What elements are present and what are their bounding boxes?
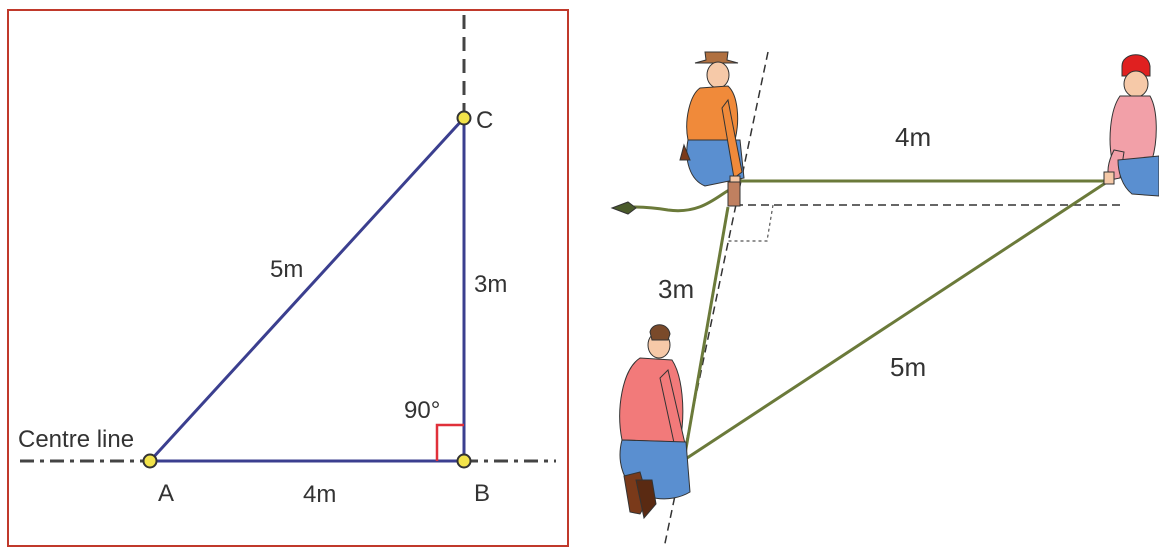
point-b-label: B [474, 480, 490, 507]
right-angle-marker [435, 423, 464, 461]
right-angle-guide [726, 204, 774, 242]
worker-bottom-left-icon [619, 324, 691, 520]
centre-line-label: Centre line [18, 426, 134, 453]
point-a [142, 453, 158, 469]
worker-top-right-icon [1103, 54, 1159, 197]
tape-5m [683, 178, 1111, 462]
point-c [456, 110, 472, 126]
side-ac-label: 5m [270, 256, 303, 283]
stake-top-left-icon [727, 181, 741, 207]
side-bc-label: 3m [474, 271, 507, 298]
left-panel-frame [7, 9, 569, 547]
point-b [456, 453, 472, 469]
worker-top-left-icon [679, 51, 745, 207]
tape-hook-icon [610, 201, 637, 215]
tape-top-label: 4m [895, 122, 931, 152]
point-a-label: A [158, 480, 174, 507]
side-ac [148, 116, 466, 463]
side-ab-label: 4m [303, 481, 336, 508]
right-panel: 4m 3m 5m [610, 51, 1159, 549]
tape-diagonal-label: 5m [890, 352, 926, 382]
angle-label: 90° [404, 397, 440, 424]
tape-3m [682, 206, 730, 461]
tape-left-label: 3m [658, 274, 694, 304]
tape-loose-end [631, 184, 738, 213]
left-panel: Centre line A B C 4m 3m 5m 90° [7, 9, 569, 547]
point-c-label: C [476, 107, 493, 134]
